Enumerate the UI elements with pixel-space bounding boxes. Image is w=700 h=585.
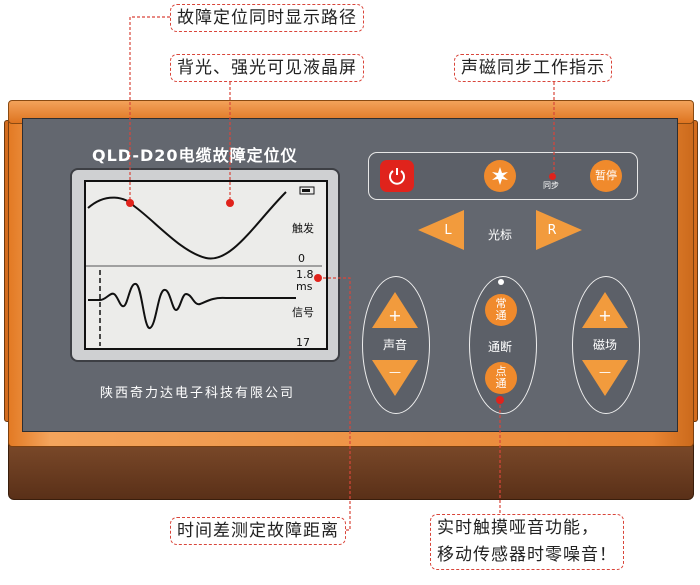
signal-label: 信号 <box>292 306 314 319</box>
callout-backlight: 背光、强光可见液晶屏 <box>170 54 364 82</box>
waveform-display <box>86 186 322 346</box>
normal-on-button[interactable]: 常 通 <box>485 294 517 326</box>
lcd-screen: 触发 0 1.8 ms 信号 17 <box>84 180 328 350</box>
battery-icon <box>299 186 315 195</box>
continuity-label: 通断 <box>488 340 513 354</box>
callout-realtime-line1: 实时触摸哑音功能， <box>437 518 599 538</box>
zero-label: 0 <box>298 252 305 265</box>
path-curve <box>87 191 287 260</box>
volume-label: 声音 <box>383 338 408 352</box>
sync-label: 同步 <box>543 181 559 190</box>
point-on-button[interactable]: 点 通 <box>485 362 517 394</box>
magnetic-label: 磁场 <box>593 338 618 352</box>
sync-indicator-led <box>549 173 556 180</box>
signal-waveform <box>88 283 296 330</box>
sun-icon <box>492 167 508 185</box>
continuity-led <box>498 279 504 285</box>
trigger-label: 触发 <box>292 222 314 235</box>
power-button[interactable] <box>380 160 414 192</box>
callout-realtime-mute: 实时触摸哑音功能， 移动传感器时零噪音！ <box>430 514 624 570</box>
device-base <box>8 440 694 500</box>
time-unit: ms <box>296 280 313 293</box>
company-name: 陕西奇力达电子科技有限公司 <box>100 386 296 401</box>
callout-realtime-line2: 移动传感器时零噪音！ <box>437 545 617 565</box>
callout-time-diff: 时间差测定故障距离 <box>170 517 346 545</box>
callout-path-display: 故障定位同时显示路径 <box>170 4 364 32</box>
backlight-button[interactable] <box>484 160 516 192</box>
callout-sync-indicator: 声磁同步工作指示 <box>454 54 612 82</box>
device-title: QLD-D20电缆故障定位仪 <box>92 146 298 165</box>
battery-level <box>302 189 310 192</box>
pause-button[interactable]: 暂停 <box>590 160 622 192</box>
signal-value: 17 <box>296 336 310 349</box>
cursor-label: 光标 <box>488 228 513 242</box>
power-icon <box>389 168 405 185</box>
